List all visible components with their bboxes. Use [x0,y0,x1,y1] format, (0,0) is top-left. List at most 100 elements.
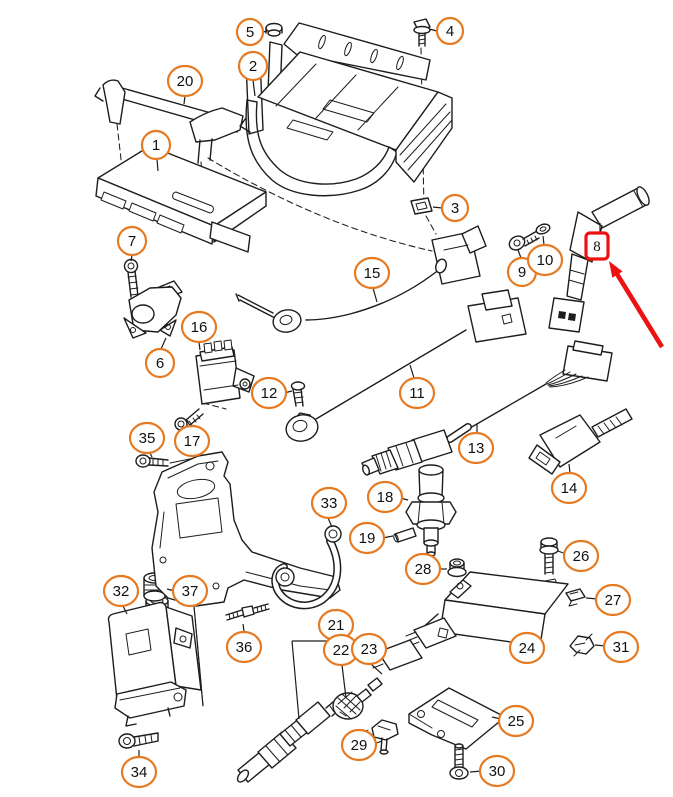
callout-number: 9 [518,264,526,281]
callout-ring[interactable] [497,704,535,738]
part-oxygen-sensor-21-assembly-sketch [236,639,423,783]
callout-ring[interactable] [173,424,211,458]
callout-ring[interactable] [353,256,391,290]
callout-number: 34 [131,764,148,781]
callout-number: 5 [246,24,254,41]
callout-31[interactable]: 31 [594,630,640,664]
callout-ring[interactable] [526,243,564,277]
callout-ring[interactable] [508,631,546,665]
callout-ring[interactable] [250,376,288,410]
callout-24[interactable]: 24 [508,631,546,665]
callout-ring[interactable] [116,225,148,257]
callout-ring[interactable] [350,632,388,666]
callout-ring[interactable] [171,574,209,608]
callout-number: 6 [156,355,164,372]
part-screw-7-sketch [123,258,139,298]
callout-17[interactable]: 17 [173,419,211,458]
callout-ring[interactable] [225,630,263,664]
callout-26[interactable]: 26 [557,539,600,573]
callout-ring[interactable] [310,486,348,520]
callout-ring[interactable] [602,630,640,664]
callout-number: 17 [184,433,201,450]
callout-28[interactable]: 28 [404,552,447,586]
callout-number: 2 [249,58,257,75]
callout-ring[interactable] [180,310,218,344]
callout-36[interactable]: 36 [225,623,263,664]
callout-number: 18 [377,489,394,506]
callout-ring[interactable] [348,521,386,555]
callout-ring[interactable] [237,50,269,82]
callout-35[interactable]: 35 [128,421,166,458]
callout-10[interactable]: 10 [526,235,564,277]
callout-number: 37 [182,583,199,600]
callout-11[interactable]: 11 [398,364,436,410]
callout-29[interactable]: 29 [340,728,383,762]
callout-22[interactable]: 22 [322,633,360,699]
callout-18[interactable]: 18 [366,480,409,514]
callout-ring[interactable] [440,193,470,223]
callout-1[interactable]: 1 [140,129,172,172]
callout-27[interactable]: 27 [585,583,632,617]
callout-13[interactable]: 13 [457,424,495,465]
callout-ring[interactable] [594,583,632,617]
callout-ring[interactable] [457,431,495,465]
callout-ring[interactable] [120,755,158,789]
callout-20[interactable]: 20 [166,64,204,105]
callout-30[interactable]: 30 [469,754,516,788]
highlighted-callout-8[interactable]: 8 [584,223,664,349]
callout-19[interactable]: 19 [348,521,394,555]
part-pressure-switch-18-sketch [405,464,457,557]
callout-ring[interactable] [235,17,265,47]
part-knock-sensor-15-sketch [235,225,487,333]
part-ignition-coil-sketch [107,595,202,727]
part-bolt-30-sketch [449,743,469,780]
callout-6[interactable]: 6 [144,337,176,379]
callout-32[interactable]: 32 [102,574,140,615]
callout-7[interactable]: 7 [116,225,148,262]
part-oxygen-sensor-13-sketch [361,340,613,476]
part-control-module-24-sketch [405,571,569,649]
callout-ring[interactable] [435,16,465,46]
callout-ring[interactable] [140,129,172,161]
callout-number: 15 [364,265,381,282]
callout-ring[interactable] [398,376,436,410]
callout-15[interactable]: 15 [353,256,391,303]
callout-12[interactable]: 12 [250,376,293,410]
part-sensor-16-sketch [195,339,255,405]
callout-3[interactable]: 3 [432,193,470,223]
callout-ring[interactable] [550,471,588,505]
callout-ring[interactable] [404,552,442,586]
callout-ring[interactable] [128,421,166,455]
callout-ring[interactable] [144,347,176,379]
callout-number: 35 [139,430,156,447]
callout-ring[interactable] [340,728,378,762]
callout-number: 16 [191,319,208,336]
callout-34[interactable]: 34 [120,750,158,789]
callout-number: 30 [489,763,506,780]
callout-ring[interactable] [478,754,516,788]
part-mounting-tray-sketch [239,22,453,197]
callout-37[interactable]: 37 [166,574,209,707]
part-knock-sensor-11-sketch [285,289,527,442]
part-bracket-25-sketch [408,687,506,750]
callout-2[interactable]: 2 [237,50,269,97]
callout-number: 4 [446,23,454,40]
part-map-sensor-sketch [123,280,183,339]
part-clip-3-sketch [410,197,433,215]
callout-ring[interactable] [166,64,204,98]
callout-ring[interactable] [102,574,140,608]
callout-5[interactable]: 5 [235,17,268,47]
callout-14[interactable]: 14 [550,463,588,505]
callout-16[interactable]: 16 [180,310,218,351]
callout-25[interactable]: 25 [491,704,535,738]
callout-23[interactable]: 23 [350,632,388,675]
callout-number: 14 [561,480,578,497]
callout-4[interactable]: 4 [428,16,465,46]
callout-33[interactable]: 33 [310,486,348,528]
callout-ring[interactable] [366,480,404,514]
highlight-layer: 8 [584,223,664,349]
highlight-box[interactable] [584,231,610,261]
callout-ring[interactable] [562,539,600,573]
part-hose-33-sketch [271,525,342,610]
part-engine-control-unit-sketch [95,145,267,253]
